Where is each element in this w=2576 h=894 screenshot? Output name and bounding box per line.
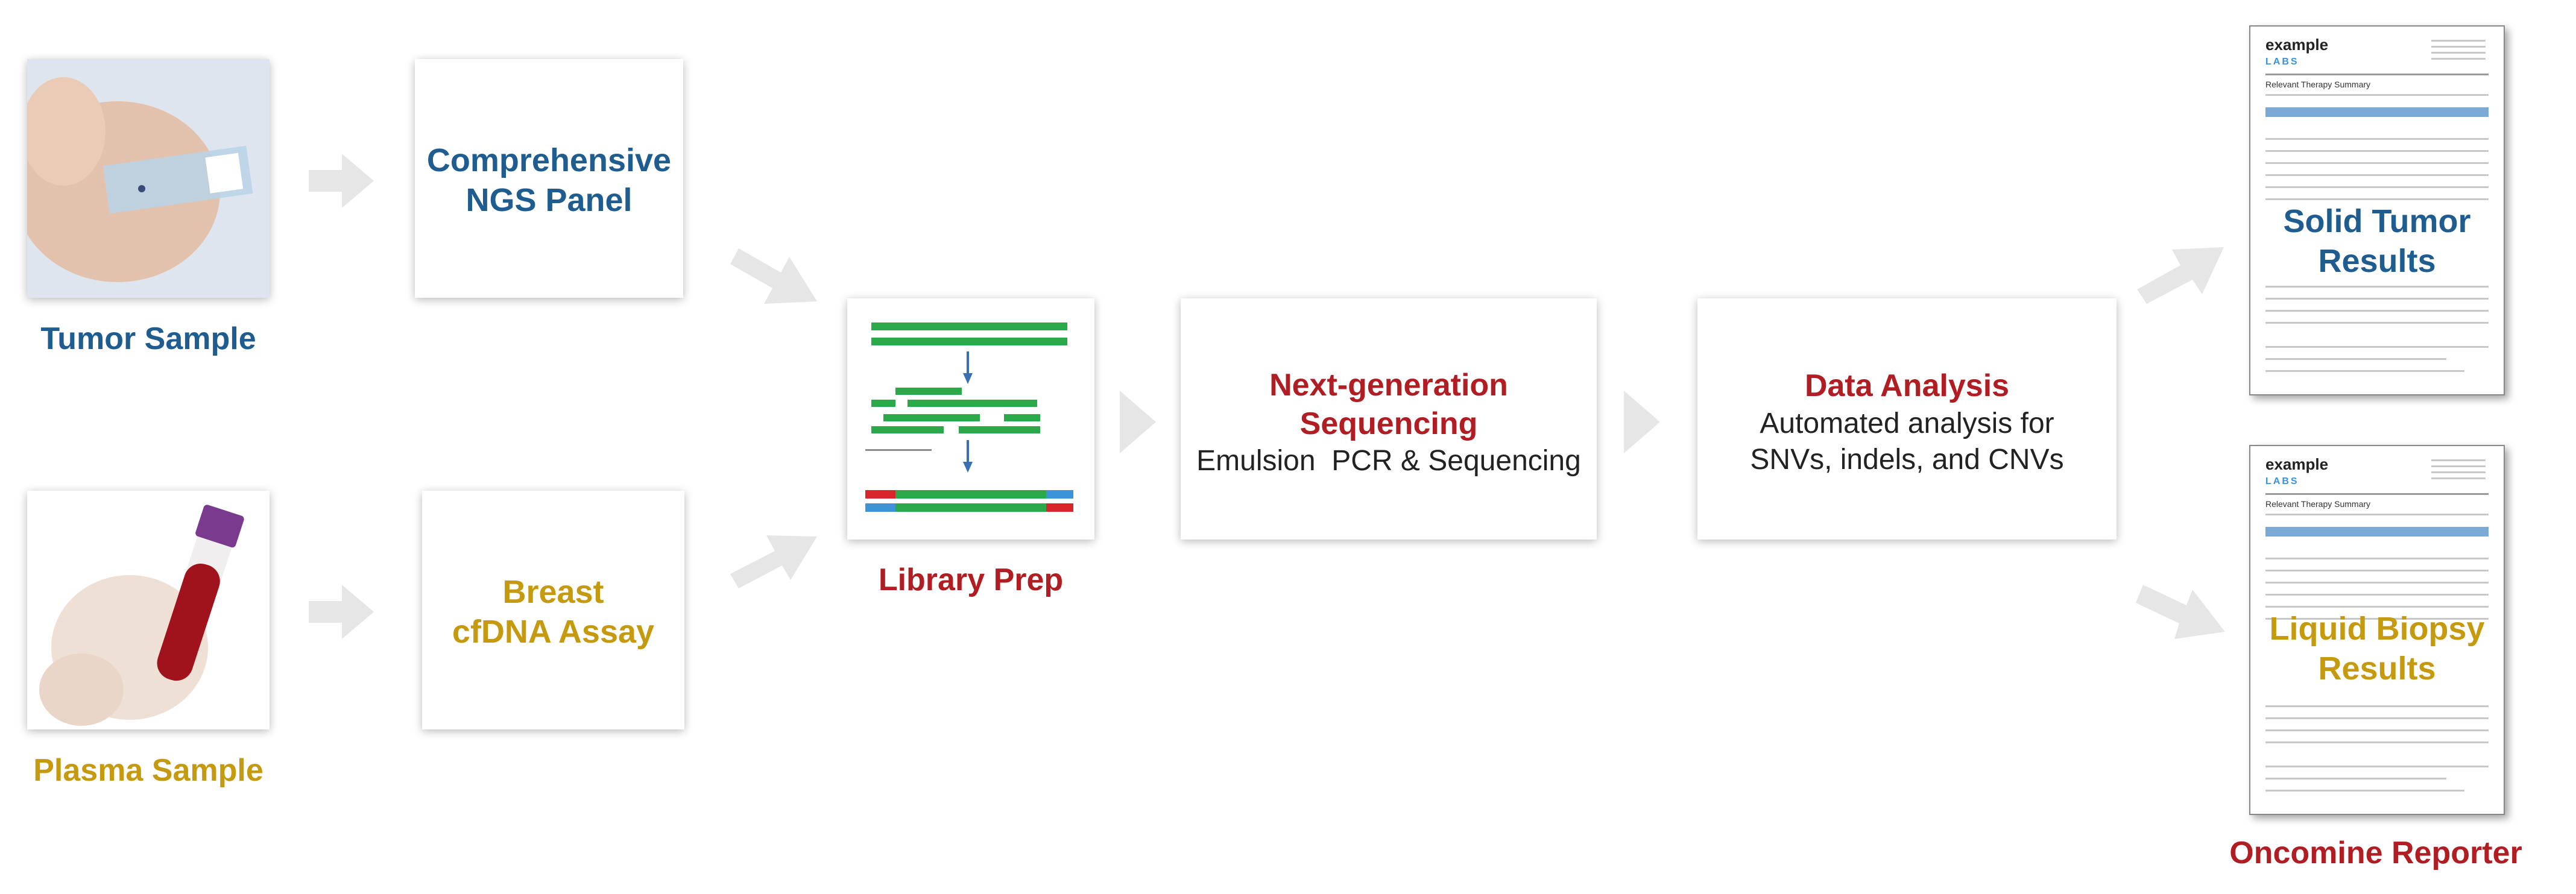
plasma-sample-image [27, 491, 270, 729]
breast-cfdna-assay-text: Breast cfDNA Assay [452, 574, 655, 650]
sequencing-subtitle: Emulsion PCR & Sequencing [1196, 445, 1581, 477]
oncomine-reporter-label: Oncomine Reporter [2229, 836, 2522, 870]
arrow-panel-to-library [730, 248, 817, 304]
library-prep-label: Library Prep [878, 562, 1064, 597]
liquid-biopsy-results-overlay: Liquid Biopsy Results [2269, 611, 2485, 687]
data-analysis-card: Data Analysis Automated analysis for SNV… [1697, 298, 2117, 540]
solid-tumor-results-overlay: Solid Tumor Results [2283, 203, 2471, 279]
arrow-tumor-to-panel [309, 154, 374, 208]
library-prep-card [847, 298, 1094, 540]
arrow-analysis-to-liquid-report [2136, 585, 2225, 639]
arrow-library-to-sequencing [1120, 391, 1156, 453]
breast-cfdna-assay-card: Breast cfDNA Assay [422, 491, 684, 729]
arrow-sequencing-to-analysis [1624, 391, 1660, 453]
tumor-sample-image [15, 59, 270, 298]
data-analysis-title: Data Analysis [1804, 368, 2010, 403]
arrow-assay-to-library [730, 535, 817, 588]
sequencing-title: Next-generation Sequencing [1269, 368, 1508, 441]
arrow-analysis-to-solid-report [2137, 247, 2224, 304]
report-heading: Relevant Therapy Summary [2265, 80, 2371, 89]
comprehensive-ngs-panel-card: Comprehensive NGS Panel [415, 59, 683, 298]
report-heading: Relevant Therapy Summary [2265, 499, 2371, 509]
data-analysis-subtitle: Automated analysis for SNVs, indels, and… [1750, 408, 2064, 476]
tumor-sample-label: Tumor Sample [40, 321, 256, 356]
arrow-plasma-to-assay [309, 585, 374, 639]
sequencing-card: Next-generation Sequencing Emulsion PCR … [1181, 298, 1597, 540]
plasma-sample-label: Plasma Sample [33, 753, 264, 788]
comprehensive-ngs-panel-text: Comprehensive NGS Panel [426, 142, 672, 218]
